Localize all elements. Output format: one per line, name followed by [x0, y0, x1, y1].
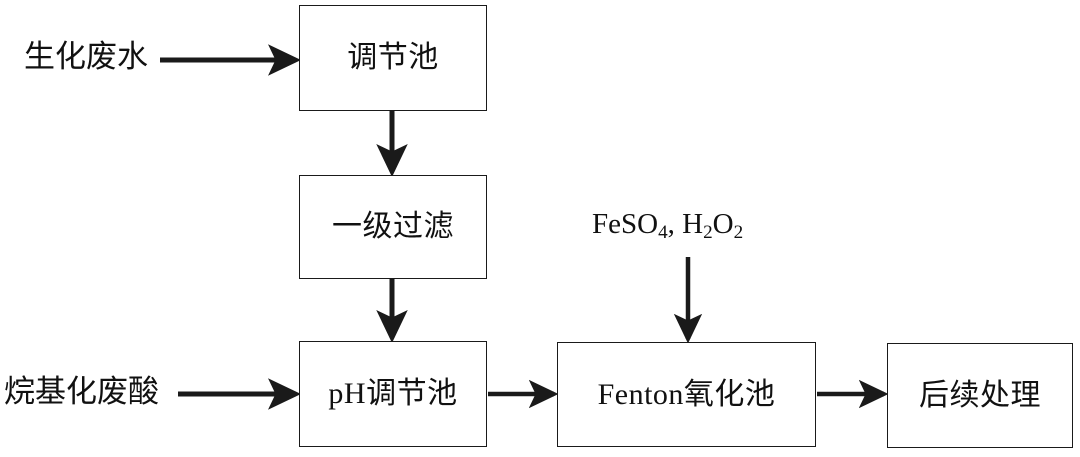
input-label-alkylation-waste-acid: 烷基化废酸 — [4, 374, 159, 409]
node-ph-adjustment-tank[interactable]: pH调节池 — [299, 341, 487, 447]
reagent-label-fenton-reagents: FeSO4, H2O2 — [592, 208, 744, 243]
node-adjust-tank[interactable]: 调节池 — [299, 5, 487, 111]
node-ph-adjustment-tank-label: pH调节池 — [328, 377, 458, 410]
node-primary-filter-label: 一级过滤 — [332, 210, 454, 243]
node-adjust-tank-label: 调节池 — [347, 41, 439, 74]
node-fenton-oxidation-tank[interactable]: Fenton氧化池 — [557, 342, 816, 447]
node-fenton-oxidation-tank-label: Fenton氧化池 — [597, 377, 776, 411]
node-post-treatment-label: 后续处理 — [919, 378, 1041, 412]
input-label-bio-wastewater: 生化废水 — [24, 39, 148, 74]
node-post-treatment[interactable]: 后续处理 — [887, 343, 1073, 448]
node-primary-filter[interactable]: 一级过滤 — [299, 175, 487, 279]
